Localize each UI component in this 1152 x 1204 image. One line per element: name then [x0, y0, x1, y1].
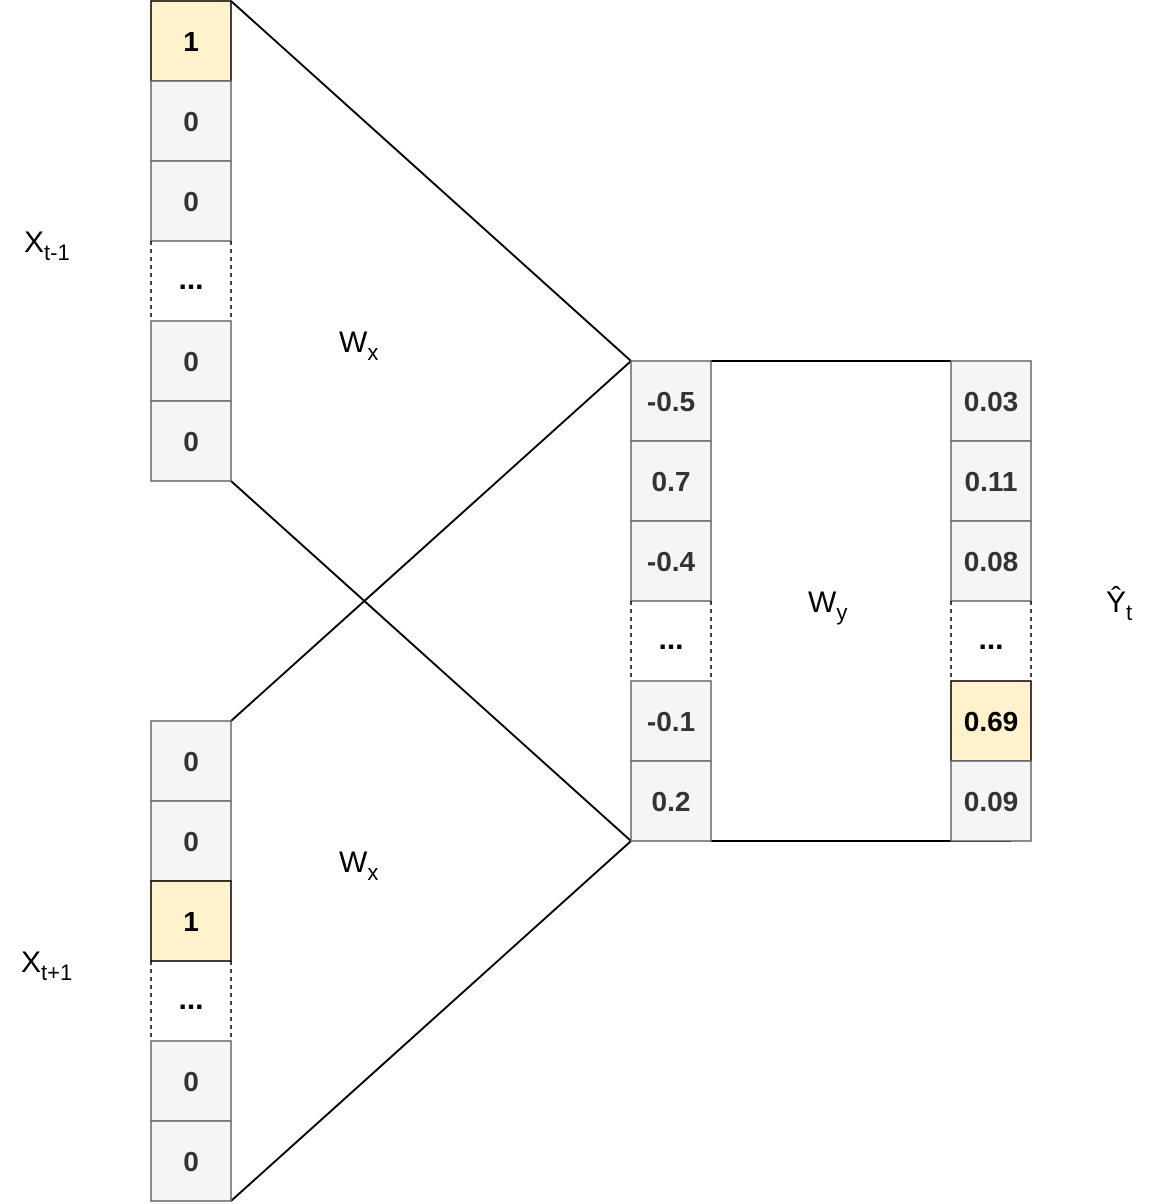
hidden-vector: -0.5 0.7 -0.4... -0.1 0.2	[630, 360, 712, 842]
x_next-cell	[150, 1040, 232, 1122]
hidden-cell	[630, 520, 712, 602]
hidden-cell	[630, 760, 712, 842]
output-cell-value: 0.08	[964, 546, 1019, 577]
wx-top-upper-edge	[230, 0, 632, 362]
hidden-cell-value: -0.4	[647, 546, 696, 577]
output-cell	[950, 360, 1032, 442]
output-cell-value: 0.09	[964, 786, 1019, 817]
output-cell	[950, 520, 1032, 602]
x_next-cell-value: 0	[183, 746, 199, 777]
output-cell-value: 0.69	[964, 706, 1019, 737]
x_prev-cell	[150, 80, 232, 162]
x_next-cell	[150, 1120, 232, 1202]
output-cell	[950, 680, 1032, 762]
x_prev-ellipsis: ...	[178, 263, 203, 296]
input-vector-x-prev: 1 0 0... 0 0	[150, 0, 232, 482]
output-vector: 0.03 0.11 0.08... 0.69 0.09	[950, 360, 1032, 842]
x_prev-cell-value: 0	[183, 186, 199, 217]
output-ellipsis: ...	[978, 623, 1003, 656]
hidden-ellipsis: ...	[658, 623, 683, 656]
hidden-cell	[630, 680, 712, 762]
x_prev-cell	[150, 0, 232, 82]
x_next-cell-value: 1	[183, 906, 199, 937]
hidden-cell-value: 0.2	[652, 786, 691, 817]
wx-bottom-upper-edge	[230, 360, 632, 722]
x_prev-cell-value: 1	[183, 26, 199, 57]
x_next-cell-value: 0	[183, 1066, 199, 1097]
label-x-prev: Xt-1	[24, 226, 70, 265]
x_prev-cell	[150, 320, 232, 402]
label-wx-bottom: Wx	[339, 846, 378, 885]
x_prev-cell-value: 0	[183, 426, 199, 457]
label-y-hat: Ŷt	[1106, 586, 1132, 625]
hidden-cell-value: -0.5	[647, 386, 695, 417]
x_prev-cell	[150, 400, 232, 482]
wx-top-lower-edge	[230, 480, 632, 842]
label-wx-top: Wx	[339, 326, 378, 365]
x_next-cell-value: 0	[183, 1146, 199, 1177]
x_prev-cell-value: 0	[183, 346, 199, 377]
connection-lines	[230, 0, 1011, 1202]
hidden-cell-value: 0.7	[652, 466, 691, 497]
output-cell	[950, 440, 1032, 522]
x_prev-cell-value: 0	[183, 106, 199, 137]
wx-bottom-lower-edge	[230, 840, 632, 1202]
x_next-ellipsis: ...	[178, 983, 203, 1016]
label-x-next: Xt+1	[21, 946, 72, 985]
label-wy: Wy	[808, 586, 847, 625]
x_next-cell	[150, 720, 232, 802]
x_next-cell-value: 0	[183, 826, 199, 857]
input-vector-x-next: 0 0 1... 0 0	[150, 720, 232, 1202]
output-cell	[950, 760, 1032, 842]
x_next-cell	[150, 880, 232, 962]
x_prev-cell	[150, 160, 232, 242]
output-cell-value: 0.11	[965, 466, 1018, 497]
hidden-cell-value: -0.1	[647, 706, 695, 737]
hidden-cell	[630, 440, 712, 522]
output-cell-value: 0.03	[964, 386, 1019, 417]
